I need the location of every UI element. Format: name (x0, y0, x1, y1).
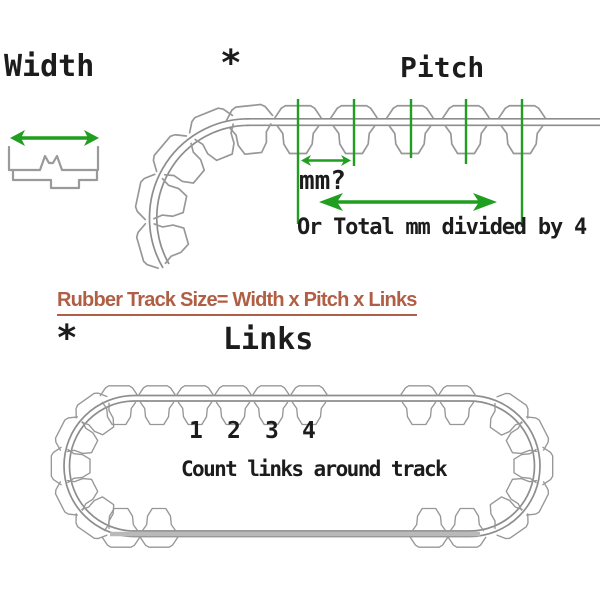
track-lug (101, 507, 141, 548)
track-curve-segment (148, 117, 250, 269)
pitch-arrow-icon (301, 155, 351, 166)
links-asterisk: * (56, 318, 78, 359)
track-loop (63, 394, 541, 538)
track-lug (437, 385, 477, 426)
track-lug (137, 385, 177, 426)
link-number-4: 4 (302, 418, 316, 444)
track-lug (500, 467, 554, 521)
pitch-mm-hint: mm? (299, 166, 346, 196)
track-lug (500, 411, 554, 465)
track-cross-section (7, 145, 100, 190)
links-title: Links (223, 322, 314, 357)
pitch-marker-lines (296, 99, 524, 227)
track-band (246, 117, 600, 127)
pitch-title: Pitch (400, 51, 485, 84)
track-lug (50, 411, 104, 465)
track-lug (132, 213, 194, 273)
total-arrow-icon (319, 193, 497, 211)
track-lug (139, 507, 179, 548)
track-lug (409, 507, 449, 548)
track-size-formula: Rubber Track Size= Width x Pitch x Links (57, 290, 417, 316)
link-number-1: 1 (189, 418, 203, 444)
link-number-2: 2 (227, 418, 241, 444)
pitch-total-hint: Or Total mm divided by 4 (297, 215, 587, 240)
count-links-caption: Count links around track (181, 457, 448, 481)
track-lug (99, 385, 139, 426)
width-arrow-icon (10, 130, 99, 146)
pitch-asterisk: * (220, 43, 242, 84)
track-lug (50, 467, 104, 521)
track-lug (447, 507, 487, 548)
link-number-3: 3 (265, 418, 279, 444)
width-title: Width (4, 49, 95, 84)
track-lug (399, 385, 439, 426)
